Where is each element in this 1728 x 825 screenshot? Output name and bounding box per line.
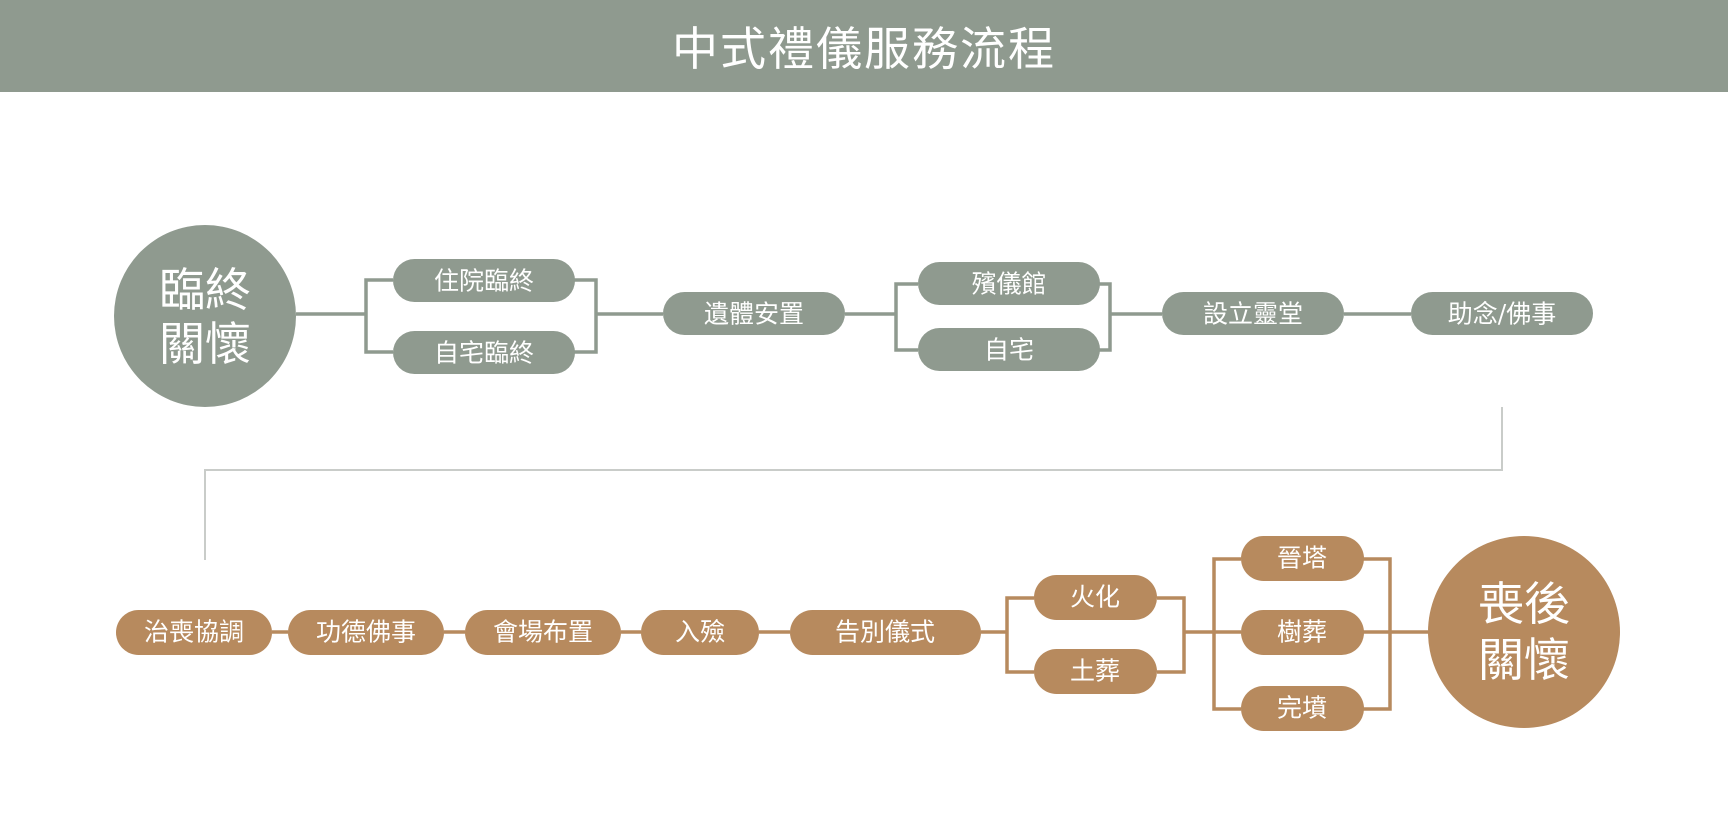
node-cremation-label: 火化 — [1070, 583, 1120, 612]
node-chanting: 助念/佛事 — [1411, 292, 1593, 335]
node-funeral-home: 殯儀館 — [918, 262, 1100, 305]
node-burial: 土葬 — [1034, 649, 1157, 694]
node-tomb-completion-label: 完墳 — [1277, 694, 1327, 723]
start-circle-line2: 關懷 — [159, 317, 251, 371]
node-home-dying-label: 自宅臨終 — [434, 339, 534, 368]
node-tree-burial: 樹葬 — [1241, 610, 1364, 655]
stage2-connectors — [272, 557, 1428, 711]
node-funeral-coordination: 治喪協調 — [116, 610, 272, 655]
end-circle-line2: 關懷 — [1478, 633, 1570, 687]
stage1-connectors — [296, 278, 1411, 354]
header-bar: 中式禮儀服務流程 — [0, 0, 1728, 92]
node-set-up-altar-label: 設立靈堂 — [1203, 300, 1303, 329]
end-circle-line1: 喪後 — [1478, 577, 1570, 631]
node-tree-burial-label: 樹葬 — [1277, 618, 1327, 647]
node-body-placement-label: 遺體安置 — [704, 300, 804, 329]
node-farewell-ceremony-label: 告別儀式 — [835, 618, 935, 647]
node-body-placement: 遺體安置 — [663, 292, 845, 335]
node-venue-setup-label: 會場布置 — [493, 618, 593, 647]
start-circle-line1: 臨終 — [159, 263, 251, 317]
node-funeral-home-label: 殯儀館 — [971, 270, 1046, 299]
node-hospital-dying-label: 住院臨終 — [434, 267, 534, 296]
end-circle: 喪後 關懷 — [1428, 536, 1620, 728]
node-home-venue-label: 自宅 — [984, 336, 1034, 365]
node-columbarium-label: 晉塔 — [1277, 544, 1327, 573]
node-tomb-completion: 完墳 — [1241, 686, 1364, 731]
node-merit-ritual-label: 功德佛事 — [316, 618, 416, 647]
node-set-up-altar: 設立靈堂 — [1162, 292, 1344, 335]
node-encoffining: 入殮 — [641, 610, 759, 655]
node-venue-setup: 會場布置 — [465, 610, 621, 655]
node-merit-ritual: 功德佛事 — [288, 610, 444, 655]
node-farewell-ceremony: 告別儀式 — [790, 610, 981, 655]
page-title: 中式禮儀服務流程 — [672, 22, 1056, 76]
node-funeral-coordination-label: 治喪協調 — [144, 618, 244, 647]
start-circle: 臨終 關懷 — [114, 225, 296, 407]
node-cremation: 火化 — [1034, 575, 1157, 620]
node-hospital-dying: 住院臨終 — [393, 259, 575, 302]
node-home-venue: 自宅 — [918, 328, 1100, 371]
node-encoffining-label: 入殮 — [675, 618, 725, 647]
stage-link-connector — [204, 407, 1503, 560]
node-burial-label: 土葬 — [1070, 657, 1120, 686]
node-home-dying: 自宅臨終 — [393, 331, 575, 374]
node-columbarium: 晉塔 — [1241, 536, 1364, 581]
node-chanting-label: 助念/佛事 — [1448, 300, 1556, 329]
